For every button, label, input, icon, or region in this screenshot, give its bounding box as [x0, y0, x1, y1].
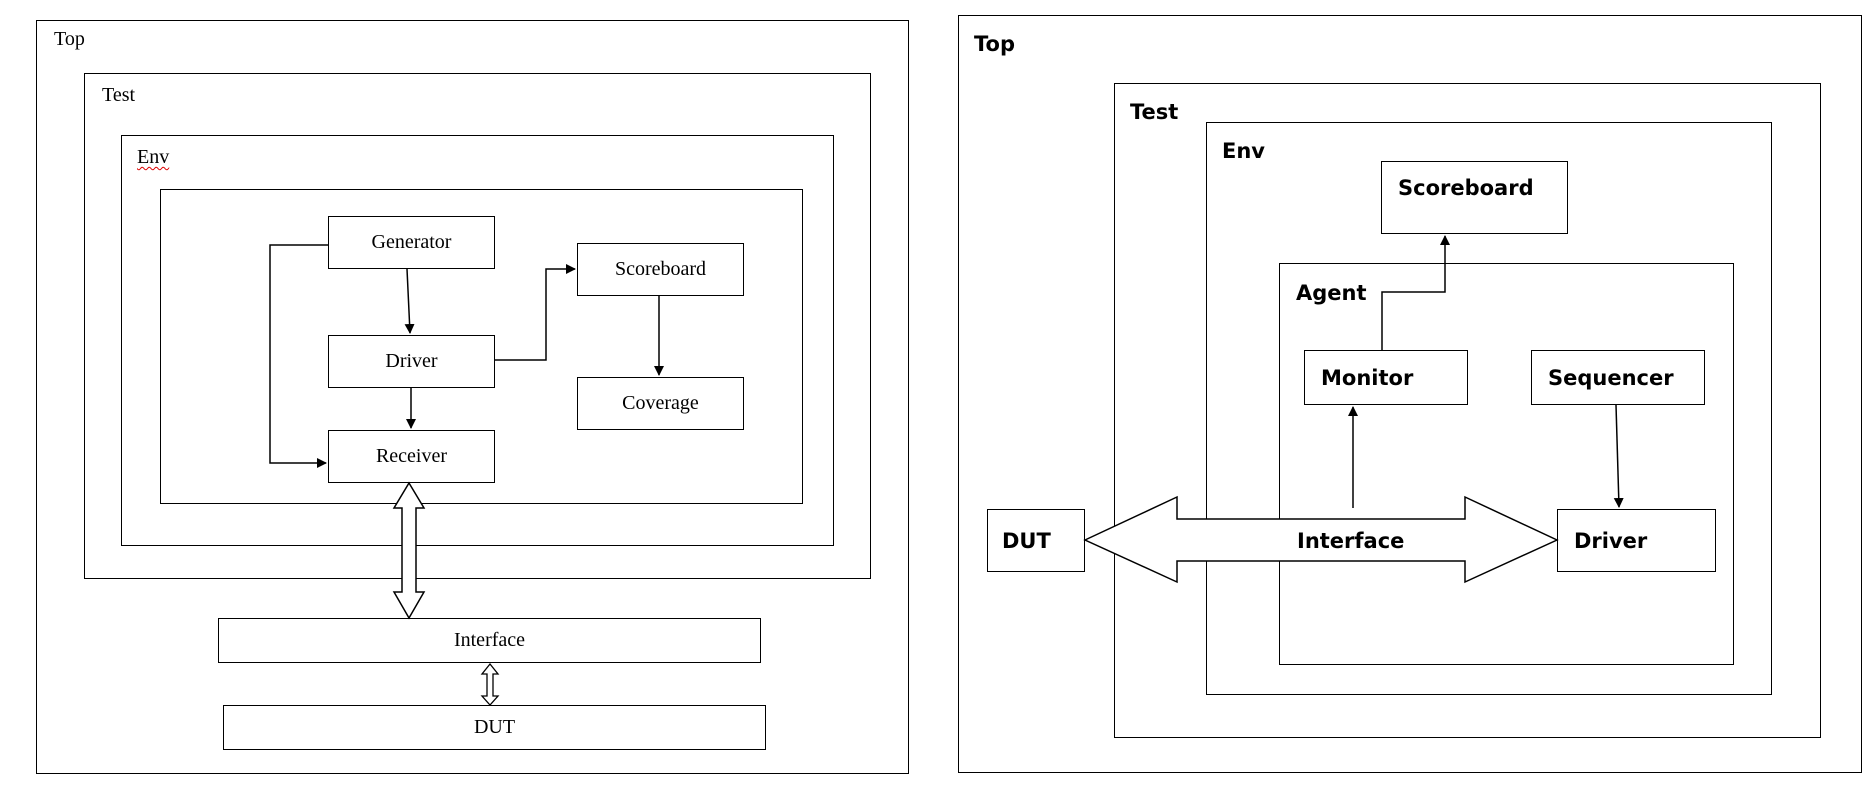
left-coverage-node: Coverage: [577, 377, 744, 430]
right-sequencer-label: Sequencer: [1548, 365, 1674, 390]
right-agent-label: Agent: [1296, 281, 1367, 305]
right-interface-double-arrow: [1083, 495, 1559, 584]
left-interface-dut-double-arrow: [480, 662, 500, 706]
right-scoreboard-node: Scoreboard: [1381, 161, 1568, 234]
right-scoreboard-label: Scoreboard: [1398, 176, 1534, 200]
right-interface-label: Interface: [1297, 529, 1404, 553]
right-top-label: Top: [974, 32, 1015, 56]
left-env-label: Env: [137, 146, 170, 168]
right-env-label: Env: [1222, 139, 1265, 163]
right-sequencer-node: Sequencer: [1531, 350, 1705, 405]
right-sequencer-to-driver-arrow: [1613, 404, 1624, 508]
left-generator-node: Generator: [328, 216, 495, 269]
left-receiver-node: Receiver: [328, 430, 495, 483]
left-interface-label: Interface: [453, 629, 526, 651]
right-env-box: [1206, 122, 1772, 695]
left-coverage-label: Coverage: [622, 392, 699, 414]
left-interface-node: Interface: [218, 618, 761, 663]
left-receiver-label: Receiver: [375, 445, 448, 467]
left-scoreboard-node: Scoreboard: [577, 243, 744, 296]
right-agent-box: [1279, 263, 1734, 665]
right-driver-label: Driver: [1574, 528, 1648, 553]
right-monitor-label: Monitor: [1321, 365, 1414, 390]
left-scoreboard-label: Scoreboard: [614, 258, 707, 280]
left-generator-label: Generator: [371, 231, 452, 253]
right-monitor-node: Monitor: [1304, 350, 1468, 405]
right-driver-node: Driver: [1557, 509, 1716, 572]
right-monitor-to-scoreboard-arrow: [1381, 235, 1450, 350]
right-dut-label: DUT: [1002, 528, 1051, 553]
left-receiver-interface-double-arrow: [392, 481, 426, 620]
right-test-label: Test: [1130, 100, 1179, 124]
left-top-box: [36, 20, 909, 774]
left-dut-label: DUT: [473, 716, 516, 738]
left-test-label: Test: [102, 84, 136, 106]
left-generator-to-driver-arrow: [404, 268, 415, 334]
left-driver-label: Driver: [385, 350, 438, 372]
right-top-box: [958, 15, 1862, 773]
left-inner-box: [160, 189, 803, 504]
right-dut-node: DUT: [987, 509, 1085, 572]
left-top-label: Top: [54, 28, 85, 50]
left-test-box: [84, 73, 871, 579]
right-test-box: [1114, 83, 1821, 738]
left-driver-to-scoreboard-arrow: [495, 264, 576, 361]
left-dut-node: DUT: [223, 705, 766, 750]
left-driver-node: Driver: [328, 335, 495, 388]
left-generator-to-receiver-arrow: [269, 244, 328, 468]
left-env-box: [121, 135, 834, 546]
